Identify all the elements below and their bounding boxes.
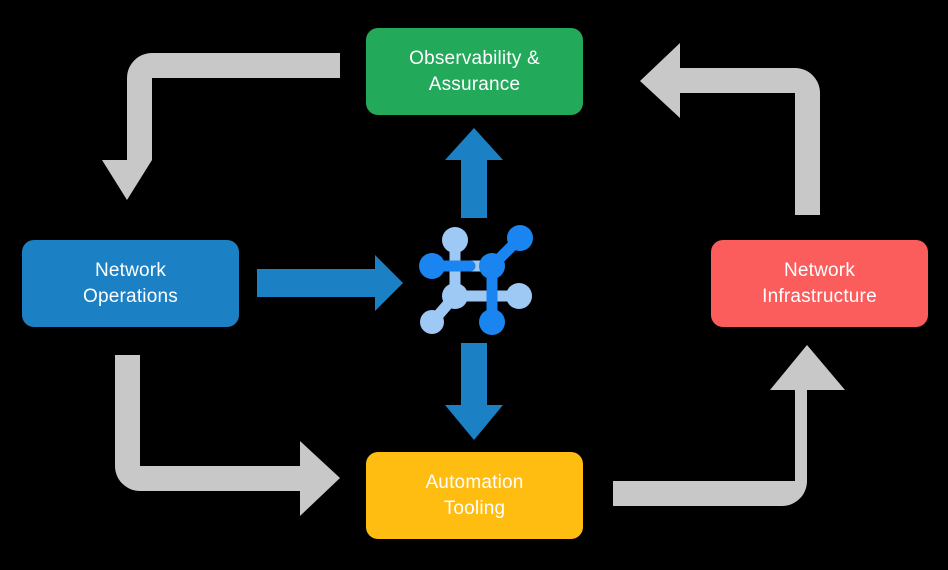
node-network-operations[interactable]: Network Operations	[22, 240, 239, 327]
connector-operations-to-center	[257, 255, 403, 311]
node-network-operations-label: Network Operations	[83, 260, 178, 307]
connector-operations-to-automation	[115, 355, 340, 516]
network-topology-icon	[419, 225, 533, 335]
node-automation-tooling-label: Automation Tooling	[425, 472, 524, 519]
connector-center-to-automation	[445, 343, 503, 440]
node-network-infrastructure[interactable]: Network Infrastructure	[711, 240, 928, 327]
connector-observability-to-operations	[102, 53, 340, 200]
node-observability-assurance[interactable]: Observability & Assurance	[366, 28, 583, 115]
node-automation-tooling[interactable]: Automation Tooling	[366, 452, 583, 539]
connector-center-to-observability	[445, 128, 503, 218]
connector-automation-to-infrastructure	[613, 345, 845, 506]
node-network-infrastructure-label: Network Infrastructure	[762, 260, 877, 307]
connector-infrastructure-to-observability	[640, 43, 820, 215]
node-observability-assurance-label: Observability & Assurance	[409, 48, 540, 95]
